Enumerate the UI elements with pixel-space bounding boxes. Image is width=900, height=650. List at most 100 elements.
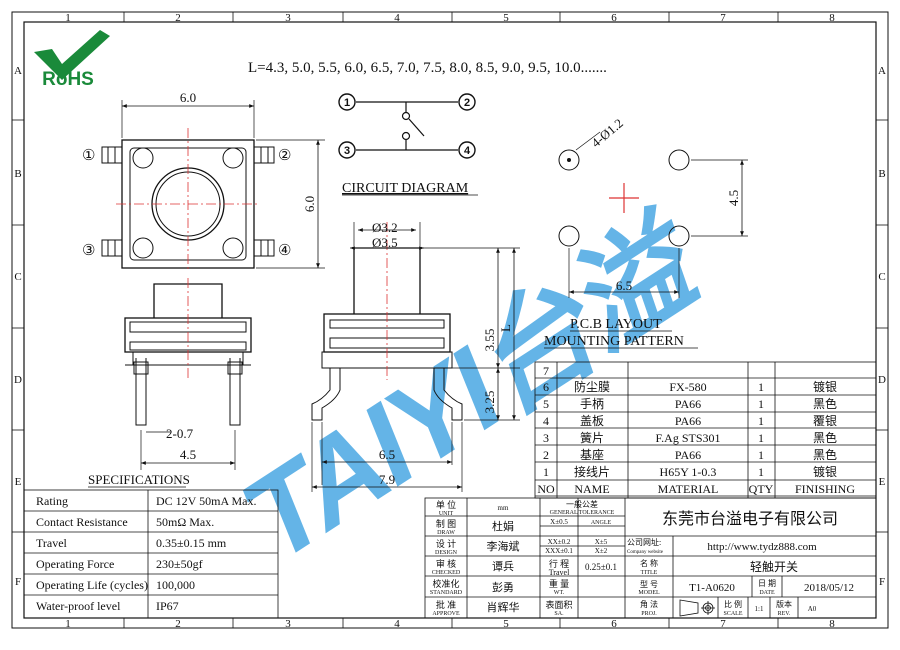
front-pin-dim: 2-0.7 — [166, 426, 194, 441]
front-view — [124, 278, 252, 470]
model-label-en: MODEL — [638, 590, 660, 596]
bom-qty: 1 — [758, 397, 764, 411]
spec-title: SPECIFICATIONS — [88, 472, 190, 487]
col-label: 1 — [65, 12, 71, 24]
row-label: E — [15, 476, 22, 488]
col-label: 7 — [720, 12, 726, 24]
surface-label-en: SA. — [554, 611, 564, 617]
row-label: B — [14, 168, 21, 180]
rohs-logo-text: RoHS — [42, 69, 94, 90]
col-label: 6 — [611, 12, 617, 24]
bom-no: 5 — [543, 397, 549, 411]
rev-label-en: REV. — [778, 611, 791, 617]
col-label: 2 — [175, 618, 181, 630]
bom-material: PA66 — [675, 414, 701, 428]
title-block: 单 位 UNIT mm 制 图 DRAW 杜娟 设 计 DESIGN 李海斌 审… — [424, 497, 877, 619]
draw-value: 杜娟 — [492, 519, 514, 533]
draw-label-en: DRAW — [437, 530, 455, 536]
spec-label: Operating Force — [36, 557, 114, 571]
col-label: 8 — [829, 12, 835, 24]
col-label: 4 — [394, 12, 400, 24]
design-label-en: DESIGN — [435, 550, 458, 556]
bom-table: 7 6 防尘膜 FX-580 1 镀银 5 手柄 PA66 1 黑色 4 盖板 … — [534, 361, 877, 499]
projection-symbol-icon — [679, 599, 715, 617]
bom-no: 2 — [543, 448, 549, 462]
pcb-layout — [558, 131, 748, 298]
bom-material: FX-580 — [669, 380, 706, 394]
row-label: F — [879, 576, 885, 588]
draw-label: 制 图 — [436, 518, 456, 529]
check-mark-icon — [34, 30, 110, 80]
spec-value: 0.35±0.15 mm — [156, 536, 227, 550]
lengths-note: L=4.3, 5.0, 5.5, 6.0, 6.5, 7.0, 7.5, 8.0… — [248, 60, 607, 76]
specifications-table: SPECIFICATIONS Rating DC 12V 50mA Max. C… — [23, 472, 279, 619]
frame-zone-ticks — [12, 12, 888, 628]
pcb-title-2: MOUNTING PATTERN — [544, 334, 684, 349]
standard-value: 彭勇 — [492, 580, 514, 594]
travel-value: 0.25±0.1 — [585, 562, 617, 572]
unit-label-en: UNIT — [439, 511, 454, 517]
col-label: 3 — [285, 618, 291, 630]
bom-no: 7 — [543, 364, 549, 378]
col-label: 5 — [503, 12, 509, 24]
bom-qty: 1 — [758, 431, 764, 445]
spec-value: DC 12V 50mA Max. — [156, 494, 256, 508]
side-h1-dim: 3.55 — [482, 329, 497, 352]
row-label: E — [879, 476, 886, 488]
bom-header-qty: QTY — [749, 482, 774, 496]
top-height-dim: 6.0 — [302, 196, 317, 212]
tol-value: ANGLE — [591, 520, 612, 526]
design-value: 李海斌 — [487, 539, 520, 553]
bom-material: H65Y 1-0.3 — [660, 465, 717, 479]
bom-material: PA66 — [675, 448, 701, 462]
rev-value: A0 — [808, 605, 817, 613]
col-label: 4 — [394, 618, 400, 630]
name-label-en: TITLE — [641, 570, 658, 576]
bom-header-no: NO — [537, 482, 555, 496]
approve-label-en: APPROVE — [432, 611, 460, 617]
bom-material: F.Ag STS301 — [655, 431, 720, 445]
col-label: 3 — [285, 12, 291, 24]
scale-label: 比 例 — [724, 599, 742, 609]
pin-label-4: ④ — [278, 243, 291, 259]
pin-label-1: ① — [82, 148, 95, 164]
side-d1-dim: Ø3.2 — [372, 220, 398, 235]
website-url: http://www.tydz888.com — [707, 541, 817, 553]
design-label: 设 计 — [436, 538, 456, 549]
front-width-dim: 4.5 — [180, 447, 196, 462]
tol-value: XXX±0.1 — [545, 547, 573, 555]
bom-name: 接线片 — [574, 464, 610, 479]
bom-finishing: 覆银 — [813, 414, 837, 428]
side-d2-dim: Ø3.5 — [372, 235, 398, 250]
unit-value: mm — [498, 504, 509, 512]
top-width-dim: 6.0 — [180, 90, 196, 105]
standard-label-en: STANDARD — [430, 590, 463, 596]
col-label: 8 — [829, 618, 835, 630]
name-label: 名 称 — [640, 558, 658, 568]
row-label: C — [878, 271, 885, 283]
side-h2-dim: 3.25 — [482, 391, 497, 414]
spec-label: Contact Resistance — [36, 515, 128, 529]
bom-name: 手柄 — [580, 397, 604, 411]
bom-material: PA66 — [675, 397, 701, 411]
spec-label: Rating — [36, 494, 68, 508]
bom-name: 基座 — [580, 447, 604, 462]
bom-no: 4 — [543, 414, 549, 428]
tol-value: X±5 — [595, 538, 608, 546]
pcb-hole-label: 4-Ø1.2 — [588, 115, 626, 150]
model-value: T1-A0620 — [689, 582, 735, 594]
spec-value: 100,000 — [156, 578, 195, 592]
bom-header-name: NAME — [574, 482, 609, 496]
rev-label: 版本 — [776, 599, 792, 609]
side-w2-dim: 7.9 — [379, 472, 395, 487]
model-label: 型 号 — [640, 580, 658, 589]
circuit-pin-3: 3 — [344, 145, 350, 157]
circuit-pin-4: 4 — [464, 145, 471, 157]
date-label: 日 期 — [758, 579, 776, 588]
spec-label: Travel — [36, 536, 68, 550]
bom-finishing: 黑色 — [813, 397, 837, 411]
bom-finishing: 黑色 — [813, 431, 837, 445]
side-view — [311, 222, 520, 492]
bom-finishing: 镀银 — [813, 465, 837, 479]
rohs-logo: RoHS — [34, 30, 110, 90]
